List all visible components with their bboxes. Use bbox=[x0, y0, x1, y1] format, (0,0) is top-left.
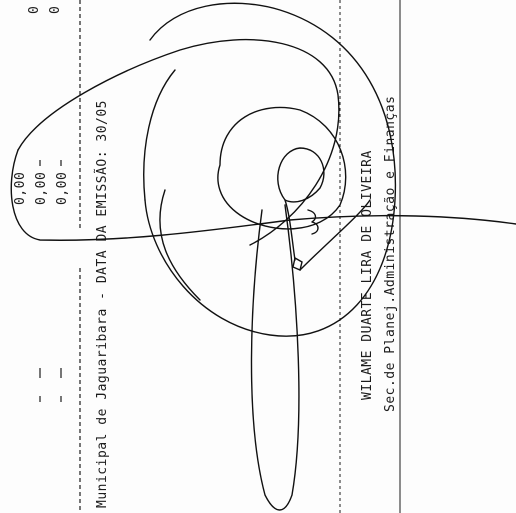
handwritten-signature bbox=[10, 2, 516, 511]
